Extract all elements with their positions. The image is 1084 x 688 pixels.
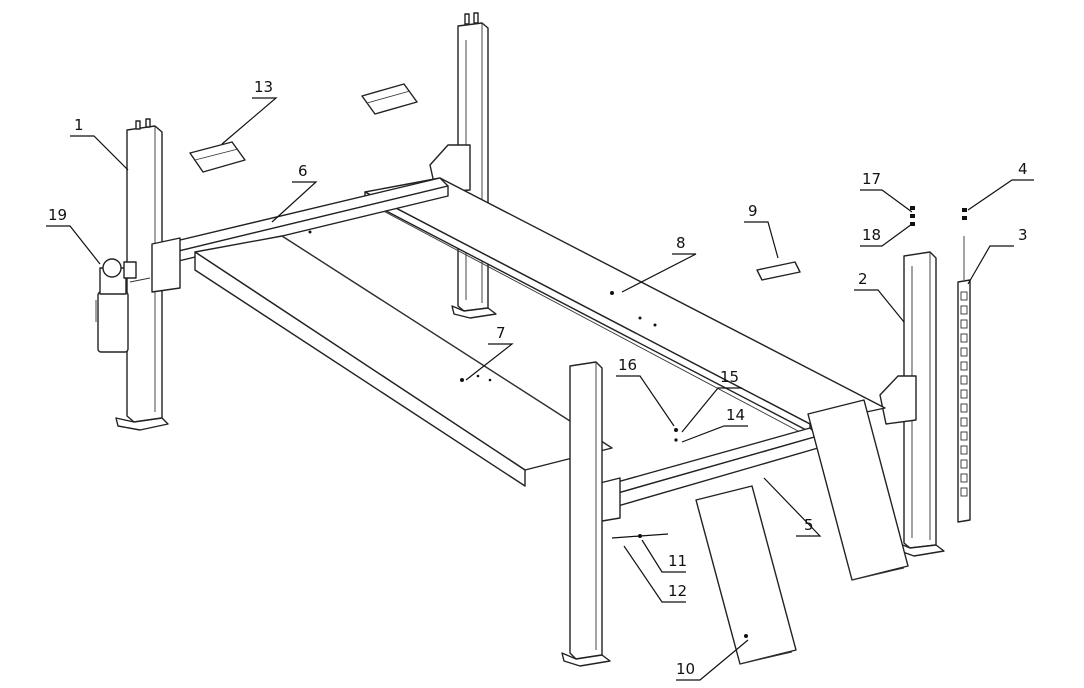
- callout-13: 13: [254, 78, 273, 96]
- callout-9: 9: [748, 202, 758, 220]
- callout-5: 5: [804, 516, 814, 534]
- cover-plate-9: [756, 261, 801, 281]
- wheel-stop-13b: [361, 83, 418, 115]
- callout-18: 18: [862, 226, 881, 244]
- callout-15: 15: [720, 368, 739, 386]
- ramp-10b: [807, 399, 909, 581]
- callout-4: 4: [1018, 160, 1028, 178]
- post-rear-left: [115, 118, 169, 431]
- callout-1: 1: [74, 116, 84, 134]
- callout-8: 8: [676, 234, 686, 252]
- post-front-left: [561, 361, 611, 667]
- callout-7: 7: [496, 324, 506, 342]
- post-front-right: [879, 251, 945, 557]
- callout-3: 3: [1018, 226, 1028, 244]
- callout-6: 6: [298, 162, 308, 180]
- callout-19: 19: [48, 206, 67, 224]
- callout-10: 10: [676, 660, 695, 678]
- callout-11: 11: [668, 552, 687, 570]
- callout-12: 12: [668, 582, 687, 600]
- callout-2: 2: [858, 270, 868, 288]
- safety-ladder-3: [957, 236, 971, 523]
- power-unit: [95, 258, 151, 353]
- hardware-small: [611, 206, 967, 539]
- callout-labels: 1 2 3 4 5 6 7 8 9 10 11 12 13 14 15 16 1…: [48, 78, 1028, 678]
- wheel-stop-13a: [189, 141, 246, 173]
- callout-17: 17: [862, 170, 881, 188]
- ramp-10a: [695, 485, 797, 665]
- callout-14: 14: [726, 406, 745, 424]
- post-rear-right: [429, 12, 497, 319]
- callout-16: 16: [618, 356, 637, 374]
- runway-7: [194, 230, 613, 487]
- leader-lines: [46, 97, 1034, 681]
